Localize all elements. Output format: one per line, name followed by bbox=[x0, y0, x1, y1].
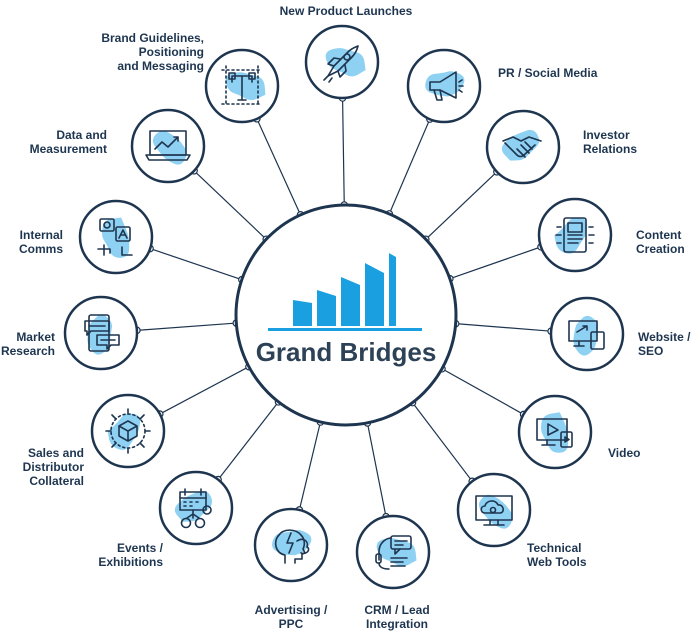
node-sales-distributor-collateral[interactable] bbox=[90, 393, 166, 469]
connector-internal-comms bbox=[149, 247, 243, 281]
connector-events-exhibitions bbox=[217, 401, 279, 480]
label-crm-lead-integration: CRM / Lead Integration bbox=[364, 603, 430, 631]
connector-sales-distributor-collateral bbox=[159, 366, 250, 415]
node-technical-web-tools[interactable] bbox=[456, 472, 532, 548]
connector-website-seo bbox=[455, 323, 552, 332]
brain-icon bbox=[274, 529, 310, 564]
cloud-monitor-icon bbox=[475, 495, 513, 526]
label-events-exhibitions: Events / Exhibitions bbox=[98, 541, 163, 569]
label-brand-guidelines: Brand Guidelines, Positioning and Messag… bbox=[101, 31, 204, 73]
connector-advertising-ppc bbox=[298, 421, 322, 511]
megaphone-icon bbox=[429, 71, 464, 101]
chat-people-icon bbox=[97, 218, 133, 256]
headset-icon bbox=[375, 535, 412, 570]
node-internal-comms[interactable] bbox=[78, 199, 154, 275]
connector-video bbox=[441, 368, 524, 415]
tablet-icon bbox=[555, 217, 595, 253]
logo-bars-icon bbox=[268, 253, 422, 331]
cube-icon bbox=[105, 408, 151, 454]
video-icon bbox=[536, 418, 573, 448]
node-new-product-launches[interactable] bbox=[304, 24, 380, 100]
devices-icon bbox=[568, 320, 605, 350]
node-data-and-measurement[interactable] bbox=[130, 108, 206, 184]
connector-content-creation bbox=[449, 246, 542, 280]
label-content-creation: Content Creation bbox=[636, 228, 685, 256]
label-new-product-launches: New Product Launches bbox=[279, 4, 413, 18]
handshake-icon bbox=[502, 136, 542, 158]
node-website-seo[interactable] bbox=[549, 296, 625, 372]
node-content-creation[interactable] bbox=[537, 197, 613, 273]
label-website-seo: Website / SEO bbox=[638, 330, 691, 358]
label-data-and-measurement: Data and Measurement bbox=[29, 128, 107, 156]
label-video: Video bbox=[608, 446, 641, 460]
node-advertising-ppc[interactable] bbox=[253, 507, 329, 583]
connector-crm-lead-integration bbox=[366, 422, 387, 517]
node-brand-guidelines[interactable] bbox=[204, 48, 280, 124]
calendar-people-icon bbox=[179, 488, 212, 529]
connector-technical-web-tools bbox=[412, 402, 473, 482]
label-sales-distributor-collateral: Sales and Distributor Collateral bbox=[22, 446, 84, 488]
label-technical-web-tools: Technical Web Tools bbox=[527, 541, 587, 569]
connector-data-and-measurement bbox=[193, 170, 267, 240]
label-market-research: Market Research bbox=[0, 330, 55, 358]
connector-investor-relations bbox=[425, 171, 498, 240]
brand-name: Grand Bridges bbox=[256, 337, 437, 367]
connector-pr-social-media bbox=[388, 118, 431, 215]
node-market-research[interactable] bbox=[63, 295, 139, 371]
connector-market-research bbox=[136, 322, 237, 331]
rocket-icon bbox=[323, 45, 359, 83]
label-internal-comms: Internal Comms bbox=[18, 228, 63, 256]
node-pr-social-media[interactable] bbox=[406, 48, 482, 124]
label-investor-relations: Investor Relations bbox=[583, 128, 638, 156]
typography-icon bbox=[221, 65, 263, 107]
center-hub: Grand Bridges bbox=[234, 203, 458, 427]
laptop-chart-icon bbox=[145, 130, 191, 161]
node-video[interactable] bbox=[517, 394, 593, 470]
node-investor-relations[interactable] bbox=[485, 109, 561, 185]
connector-new-product-launches bbox=[341, 97, 345, 206]
node-events-exhibitions[interactable] bbox=[158, 470, 234, 546]
connector-brand-guidelines bbox=[256, 118, 302, 216]
label-advertising-ppc: Advertising / PPC bbox=[254, 603, 328, 631]
label-pr-social-media: PR / Social Media bbox=[498, 66, 598, 80]
chat-phone-icon bbox=[84, 314, 120, 352]
service-nodes bbox=[63, 24, 625, 590]
node-crm-lead-integration[interactable] bbox=[355, 514, 431, 590]
